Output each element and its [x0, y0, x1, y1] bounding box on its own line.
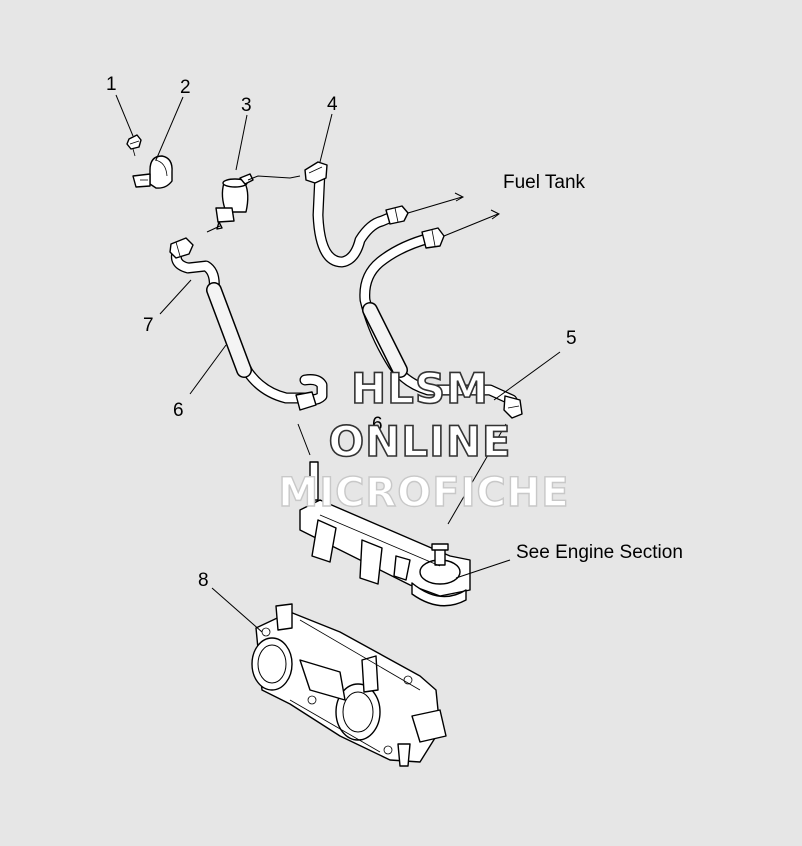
callout-8: 8	[198, 570, 209, 591]
part-2-clamp	[132, 155, 173, 189]
watermark: HLSM ONLINE MICROFICHE	[278, 363, 570, 517]
callout-3: 3	[241, 95, 252, 116]
part-4-return-hose	[304, 161, 409, 268]
part-8-throttle-body	[251, 603, 447, 767]
callout-5: 5	[566, 328, 577, 349]
callout-6-center: 6	[372, 414, 383, 435]
callout-7: 7	[143, 315, 154, 336]
part-5-supply-hose	[359, 227, 523, 419]
fuel-rail	[299, 461, 471, 607]
callout-6-left: 6	[173, 400, 184, 421]
part-6-feed-hose	[169, 237, 328, 411]
leader-lines	[115, 94, 561, 633]
callout-1: 1	[106, 74, 117, 95]
callout-2: 2	[180, 77, 191, 98]
watermark-line-1: HLSM	[351, 364, 489, 413]
callout-labels: 1 2 3 4 5 6 6 7 8	[106, 74, 577, 591]
part-1-screw	[126, 134, 142, 157]
callout-4: 4	[327, 94, 338, 115]
engine-section-label: See Engine Section	[516, 542, 683, 563]
part-3-fuel-filter	[206, 173, 301, 233]
fuel-tank-label: Fuel Tank	[503, 172, 586, 193]
watermark-line-2: ONLINE	[328, 417, 511, 466]
watermark-line-3: MICROFICHE	[278, 470, 569, 516]
